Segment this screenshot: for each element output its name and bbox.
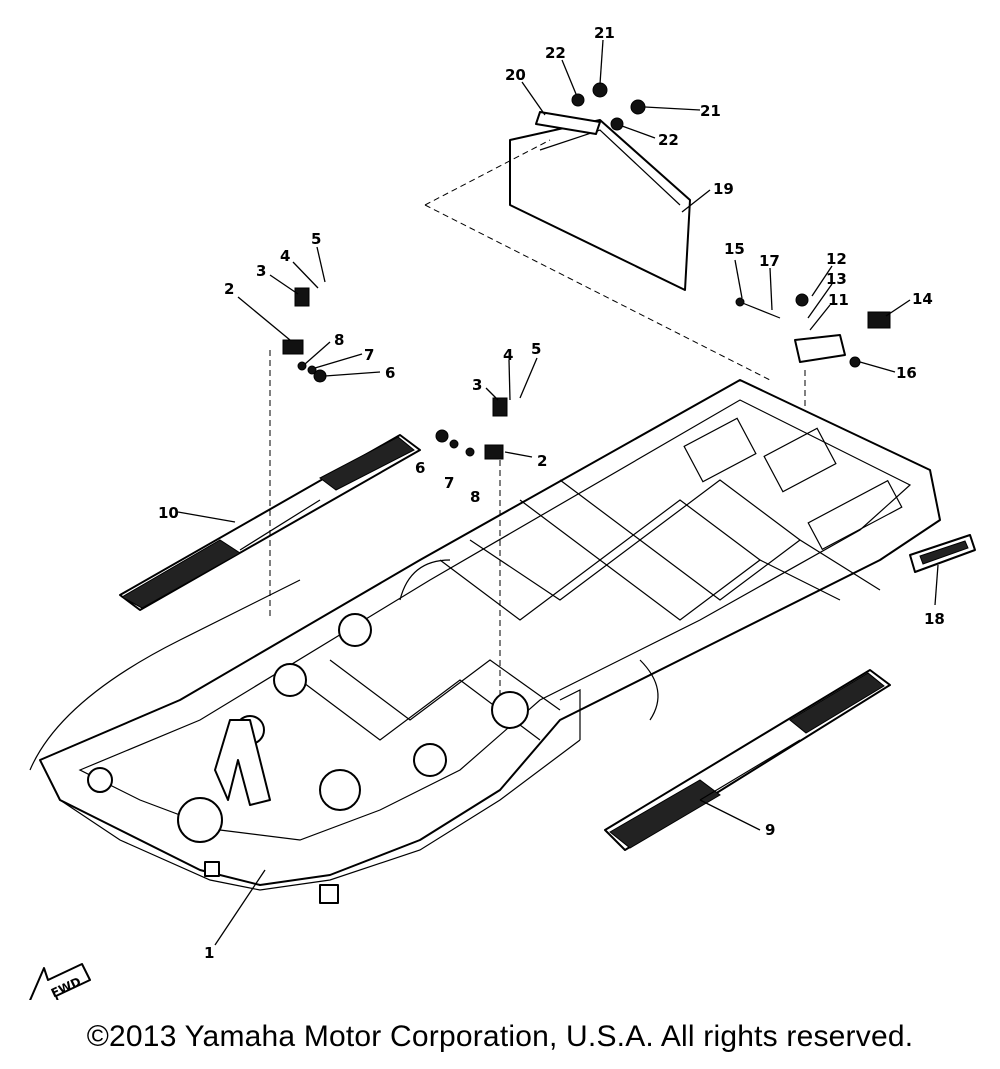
callout-2: 2 [537,452,547,470]
callout-21: 21 [594,24,615,42]
hardware-center [435,397,508,460]
callout-22: 22 [545,44,566,62]
callout-19: 19 [713,180,734,198]
callout-10: 10 [158,504,179,522]
callout-6: 6 [385,364,395,382]
callout-3: 3 [256,262,266,280]
callout-7: 7 [364,346,374,364]
callout-11: 11 [828,291,849,309]
reflector-plate [909,534,976,573]
callout-4: 4 [503,346,513,364]
fwd-arrow-icon: FWD [29,963,91,1000]
hardware-left [282,287,327,383]
callout-15: 15 [724,240,745,258]
callout-14: 14 [912,290,933,308]
hardware-bracket-right [735,293,891,368]
callout-9: 9 [765,821,775,839]
leader-lines [177,39,939,946]
exploded-parts-diagram: 1 2 2 3 3 4 4 5 5 6 6 7 7 8 8 9 10 11 12… [29,24,976,1000]
callout-17: 17 [759,252,780,270]
callout-labels: 1 2 2 3 3 4 4 5 5 6 6 7 7 8 8 9 10 11 12… [158,24,945,962]
callout-1: 1 [204,944,214,962]
hull-frame [29,379,941,904]
callout-3: 3 [472,376,482,394]
callout-13: 13 [826,270,847,288]
callout-6: 6 [415,459,425,477]
assembly-lines [269,139,806,700]
callout-8: 8 [334,331,344,349]
callout-8: 8 [470,488,480,506]
callout-5: 5 [531,340,541,358]
copyright-text: ©2013 Yamaha Motor Corporation, U.S.A. A… [86,1020,914,1053]
running-board-right [604,669,891,851]
callout-5: 5 [311,230,321,248]
callout-20: 20 [505,66,526,84]
callout-18: 18 [924,610,945,628]
snow-flap [509,111,691,291]
callout-21: 21 [700,102,721,120]
callout-4: 4 [280,247,290,265]
callout-22: 22 [658,131,679,149]
callout-16: 16 [896,364,917,382]
callout-7: 7 [444,474,454,492]
callout-2: 2 [224,280,234,298]
callout-12: 12 [826,250,847,268]
